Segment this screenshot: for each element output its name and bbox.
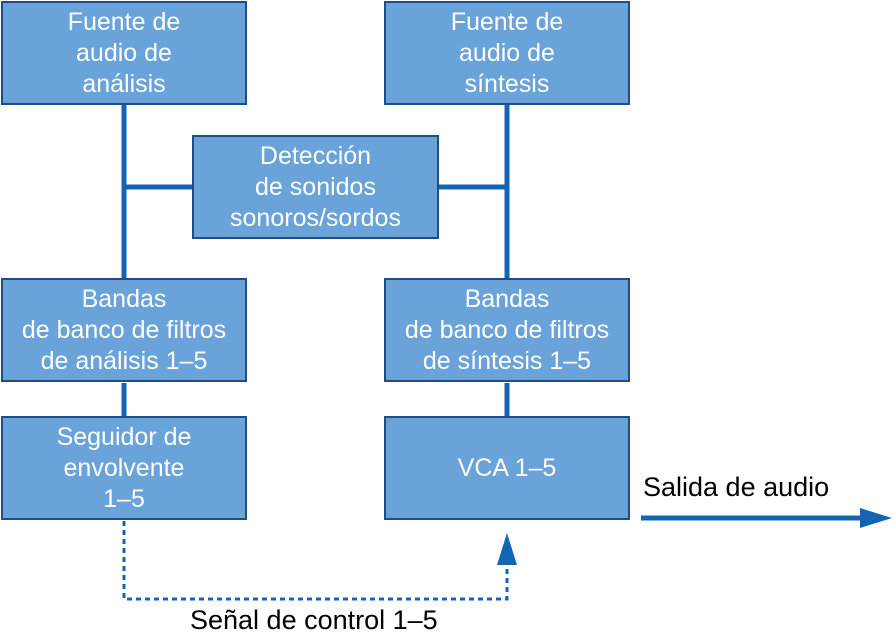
analysis-source-line-2: audio de — [76, 38, 172, 67]
synthesis-audio-source-box: Fuente de audio de síntesis — [384, 1, 630, 105]
detection-line-3: sonoros/sordos — [230, 203, 401, 232]
synthesis-filter-line-3: de síntesis 1–5 — [422, 346, 592, 375]
audio-output-arrowhead-icon — [860, 508, 892, 528]
analysis-filter-bank-box: Bandas de banco de filtros de análisis 1… — [1, 278, 247, 382]
control-signal-label: Señal de control 1–5 — [190, 605, 438, 635]
synthesis-filter-bank-box: Bandas de banco de filtros de síntesis 1… — [384, 278, 630, 382]
analysis-audio-source-box: Fuente de audio de análisis — [1, 1, 247, 105]
synthesis-filter-line-1: Bandas — [464, 284, 550, 313]
synthesis-filter-line-2: de banco de filtros — [404, 315, 610, 344]
control-signal-arrowhead-icon — [497, 533, 517, 565]
vca-label: VCA 1–5 — [457, 453, 557, 482]
voiced-unvoiced-detection-box: Detección de sonidos sonoros/sordos — [192, 135, 439, 239]
detection-line-1: Detección — [259, 141, 372, 170]
analysis-source-line-1: Fuente de — [67, 7, 181, 36]
audio-output-label: Salida de audio — [643, 472, 830, 502]
synthesis-source-line-3: síntesis — [464, 69, 550, 98]
envelope-line-3: 1–5 — [103, 484, 145, 513]
control-signal-dashed-line — [122, 521, 509, 601]
synthesis-source-line-2: audio de — [459, 38, 555, 67]
envelope-line-1: Seguidor de — [56, 422, 192, 451]
envelope-follower-box: Seguidor de envolvente 1–5 — [1, 416, 247, 520]
analysis-filter-line-3: de análisis 1–5 — [40, 346, 208, 375]
analysis-filter-line-2: de banco de filtros — [21, 315, 227, 344]
detection-line-2: de sonidos — [255, 172, 376, 201]
analysis-source-line-3: análisis — [82, 69, 166, 98]
vca-box: VCA 1–5 — [384, 416, 630, 520]
analysis-filter-line-1: Bandas — [81, 284, 167, 313]
synthesis-source-line-1: Fuente de — [450, 7, 564, 36]
envelope-line-2: envolvente — [63, 453, 185, 482]
